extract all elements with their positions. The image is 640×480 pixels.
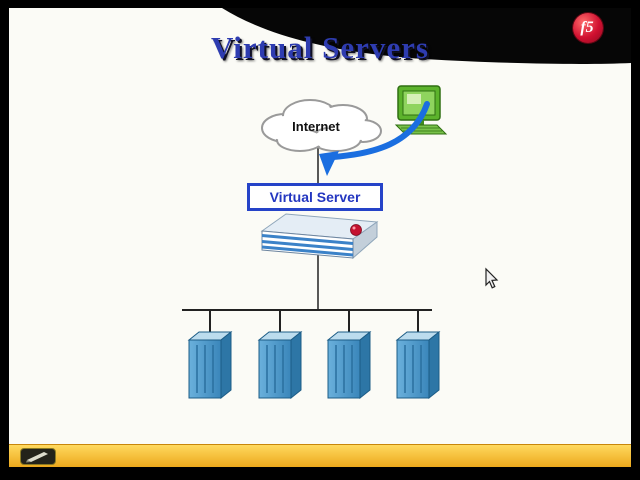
- client-computer-icon: [394, 85, 448, 135]
- internet-cloud-icon: [261, 99, 382, 152]
- f5-logo-icon: f5: [573, 13, 603, 43]
- server-pool: [188, 331, 440, 399]
- annotation-pen-icon[interactable]: [20, 448, 56, 465]
- network-bus-lines: [182, 309, 432, 334]
- internet-label: Internet: [292, 119, 340, 134]
- device-f5-ball-icon: [350, 224, 362, 236]
- server-icon: [327, 331, 371, 399]
- top-swoosh-shape: [222, 8, 631, 64]
- server-icon: [188, 331, 232, 399]
- presentation-slide: Virtual Servers f5: [9, 8, 631, 444]
- network-diagram: [182, 85, 448, 399]
- presenter-toolbar: [9, 444, 631, 467]
- mouse-cursor-icon: [485, 267, 499, 289]
- f5-logo-text: f5: [580, 19, 594, 36]
- slide-title: Virtual Servers: [211, 30, 429, 65]
- server-icon: [396, 331, 440, 399]
- virtual-server-box: Virtual Server: [247, 183, 383, 211]
- server-icon: [258, 331, 302, 399]
- traffic-flow-arrow-icon: [319, 101, 430, 176]
- bigip-device-icon: [260, 213, 379, 310]
- virtual-server-label: Virtual Server: [269, 189, 361, 205]
